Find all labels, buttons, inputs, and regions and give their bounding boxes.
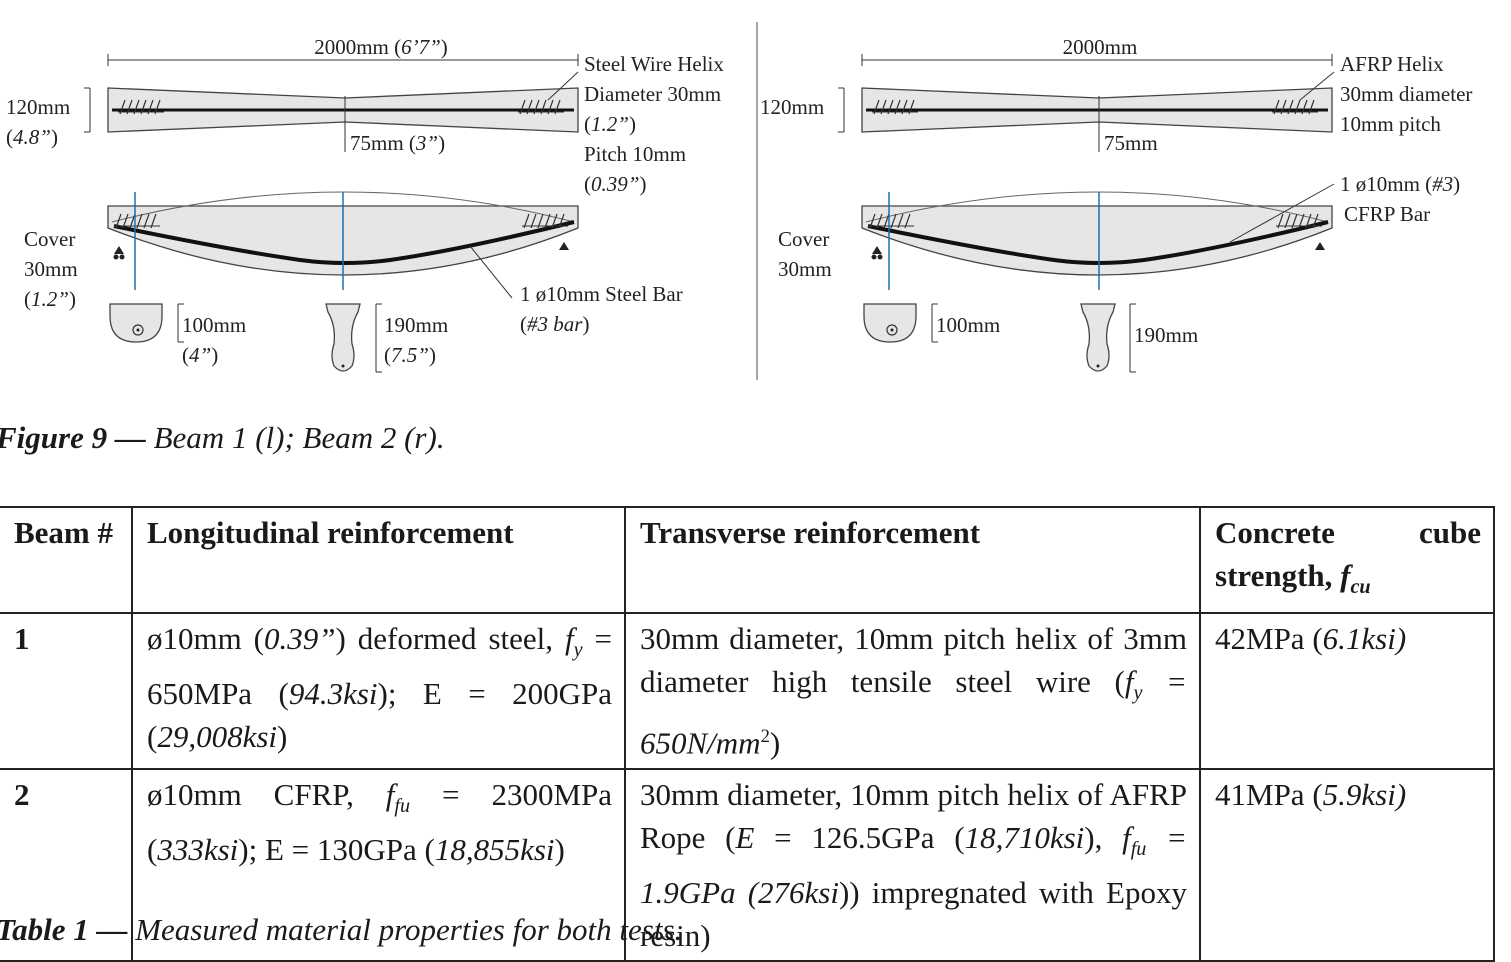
beam2-helix-label-1: AFRP Helix [1340,52,1444,76]
beam1-bar-imperial: (#3 bar) [520,312,589,336]
beam2-section-end [863,303,917,343]
beam-2-drawing: 2000mm 75mm 120mm AFRP Helix 30mm diamet… [760,35,1472,373]
beam1-section-end-imperial: (4”) [182,343,218,367]
row2-beam: 2 [0,767,132,962]
beam2-mid-width: 75mm [1104,131,1158,155]
table-header-row: Beam # Longitudinal reinforcement Transv… [0,505,1495,615]
beam1-section-end-size: 100mm [182,313,246,337]
beam1-helix-dia-imperial: (1.2”) [584,112,636,136]
row2-transverse: 30mm diameter, 10mm pitch helix of AFRP … [624,767,1200,962]
beam1-depth: 120mm [6,95,70,119]
beam2-depth: 120mm [760,95,824,119]
row1-longitudinal: ø10mm (0.39”) deformed steel, fy = 650MP… [131,612,625,770]
beam1-span: 2000mm [314,35,389,59]
header-longitudinal: Longitudinal reinforcement [131,505,625,615]
figure-caption-text: Beam 1 (l); Beam 2 (r). [153,420,445,455]
beam1-helix-pitch-imperial: (0.39”) [584,172,646,196]
figure-9-beam-drawings: 2000mm (6’7”) 75mm (3”) 120mm (4.8”) Ste… [6,22,1472,380]
beam2-section-mid [1080,303,1116,372]
beam1-cover-value: 30mm [24,257,78,281]
beam-1-drawing: 2000mm (6’7”) 75mm (3”) 120mm (4.8”) Ste… [6,35,724,373]
beam2-cover-label: Cover [778,227,829,251]
beam1-section-mid-imperial: (7.5”) [384,343,436,367]
beam2-elevation-view [861,205,1333,276]
figure-caption-label: Figure 9 — [0,420,146,455]
table-caption-label: Table 1 — [0,912,128,947]
beam1-section-end [109,303,163,343]
beam1-mid-width: 75mm (3”) [350,131,445,155]
beam2-bar-label-2: CFRP Bar [1344,202,1430,226]
header-beam: Beam # [0,505,132,615]
beam1-bar-label: 1 ø10mm Steel Bar [520,282,683,306]
beam2-helix-label-3: 10mm pitch [1340,112,1441,136]
beam1-section-mid [325,303,361,372]
table-row: 1 ø10mm (0.39”) deformed steel, fy = 650… [0,612,1495,770]
beam1-section-mid-size: 190mm [384,313,448,337]
table-caption: Table 1 — Measured material properties f… [0,912,682,948]
svg-text:2000mm (6’7”): 2000mm (6’7”) [314,35,448,59]
row1-beam: 1 [0,612,132,770]
beam2-cover-value: 30mm [778,257,832,281]
beam2-section-end-size: 100mm [936,313,1000,337]
beam1-helix-label-2: Diameter 30mm [584,82,721,106]
beam2-bar-label-1: 1 ø10mm (#3) [1340,172,1460,196]
beam2-span: 2000mm [1063,35,1138,59]
header-concrete: Concrete cube strength, fcu [1199,505,1495,615]
table-caption-text: Measured material properties for both te… [135,912,683,947]
beam1-cover-label: Cover [24,227,75,251]
row1-transverse: 30mm diameter, 10mm pitch helix of 3mm d… [624,612,1200,770]
figure-caption: Figure 9 — Beam 1 (l); Beam 2 (r). [0,420,445,456]
row2-concrete: 41MPa (5.9ksi) [1199,767,1495,962]
beam1-helix-label-1: Steel Wire Helix [584,52,724,76]
beam2-helix-label-2: 30mm diameter [1340,82,1472,106]
row1-concrete: 42MPa (6.1ksi) [1199,612,1495,770]
beam1-cover-imperial: (1.2”) [24,287,76,311]
beam1-span-imperial: 6’7” [401,35,441,59]
beam1-depth-imperial: (4.8”) [6,125,58,149]
table-row: 2 ø10mm CFRP, ffu = 2300MPa (333ksi); E … [0,767,1495,962]
beam1-helix-pitch: Pitch 10mm [584,142,686,166]
header-transverse: Transverse reinforcement [624,505,1200,615]
beam2-section-mid-size: 190mm [1134,323,1198,347]
row2-longitudinal: ø10mm CFRP, ffu = 2300MPa (333ksi); E = … [131,767,625,962]
material-properties-table: Beam # Longitudinal reinforcement Transv… [0,505,1495,962]
